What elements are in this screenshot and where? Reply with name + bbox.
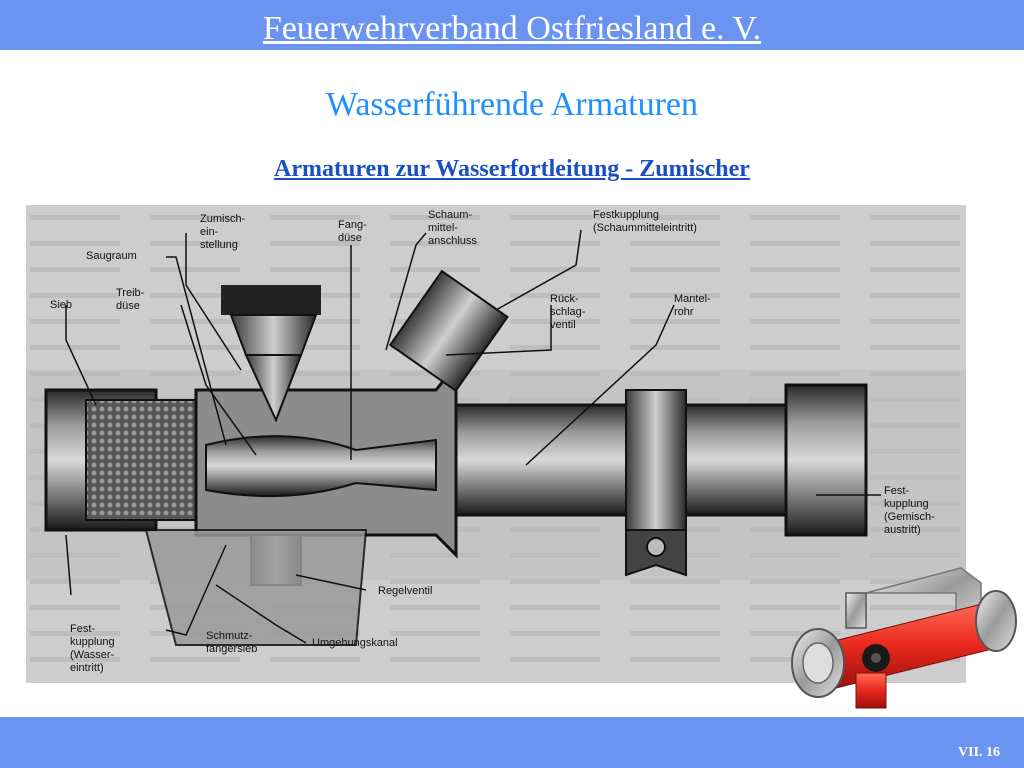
mantle-pipe-shape [454,403,788,517]
label-rueckschlagventil: Rück- schlag- ventil [550,293,586,331]
bypass-channel-shape [144,529,368,646]
label-schaummittelanschluss: Schaum- mittel- anschluss [428,209,477,247]
diagram-drawing [26,205,966,683]
label-saugraum: Saugraum [86,250,137,262]
label-regelventil: Regelventil [378,585,433,597]
label-schmutzfaengersieb: Schmutz- fängersieb [206,630,258,655]
slide-title: Wasserführende Armaturen [325,86,699,123]
label-mantelrohr: Mantel- rohr [674,293,711,318]
slide-subtitle: Armaturen zur Wasserfortleitung - Zumisc… [274,156,750,182]
label-festkupplung-wassereintritt: Fest- kupplung (Wasser- eintritt) [70,623,115,674]
knob-body-shape [229,314,318,356]
adjustment-cone-shape [244,354,303,423]
label-zumischeinstellung: Zumisch- ein- stellung [200,213,246,251]
label-treibduese: Treib- düse [116,287,145,312]
pipe-ring-shape [625,389,687,531]
label-sieb: Sieb [50,299,73,311]
header-bar: Feuerwehrverband Ostfriesland e. V. [0,0,1024,50]
zumischer-cross-section-diagram: Zumisch- ein- stellung Fang- düse Schaum… [26,205,966,683]
organization-title: Feuerwehrverband Ostfriesland e. V. [262,10,762,47]
zumischer-product-photo [786,563,1020,715]
knob-top-shape [221,285,321,315]
outlet-coupling-shape [784,383,868,537]
label-umgehungskanal: Umgehungskanal [312,637,398,649]
label-fangduese: Fang- düse [338,219,367,244]
page-number: VII. 16 [957,745,1000,760]
label-festkupplung-gemischaustritt: Fest- kupplung (Gemisch- austritt) [884,485,935,536]
sieve-mesh-shape [85,399,197,521]
label-festkupplung-schaummitteleintritt: Festkupplung (Schaummitteleintritt) [593,209,697,234]
venturi-nozzle-shape [205,435,437,498]
footer-bar: VII. 16 [0,717,1024,768]
leader-lines [65,229,881,644]
